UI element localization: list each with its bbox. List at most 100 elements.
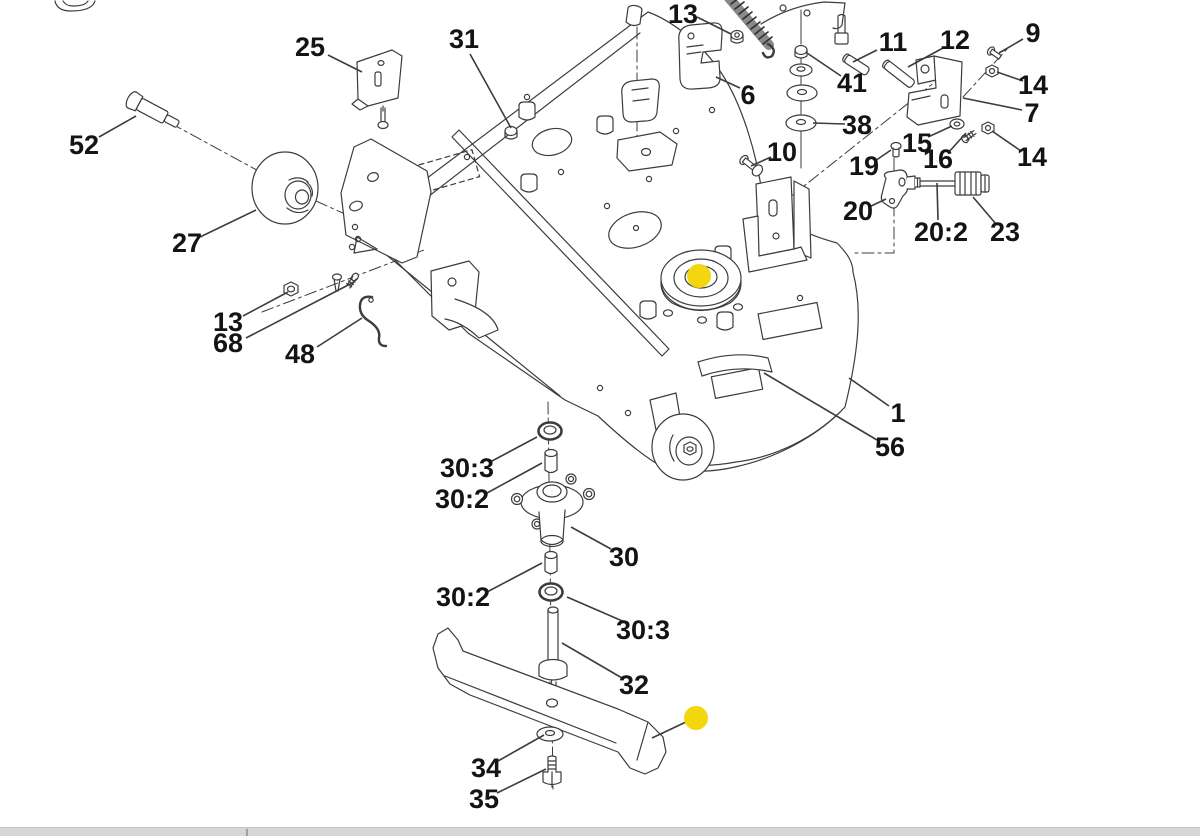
highlight-markers-layer — [651, 264, 711, 739]
leader-line-12 — [907, 47, 944, 68]
connector-23-drawing — [954, 171, 990, 196]
leader-line-6 — [715, 76, 741, 89]
leader-line-30:2 — [486, 462, 543, 494]
part-label-48: 48 — [285, 339, 315, 369]
pin-11-drawing — [842, 53, 870, 76]
leader-line-14 — [996, 71, 1024, 82]
leader-line-13 — [242, 291, 289, 317]
bracket-6-drawing — [678, 22, 723, 90]
bracket-25-drawing — [351, 49, 403, 130]
washer-15-drawing — [949, 118, 965, 130]
part-label-68: 68 — [213, 328, 243, 358]
long-bolt-drawing — [834, 13, 849, 45]
leader-line-31 — [469, 53, 512, 129]
part-label-35: 35 — [469, 784, 499, 814]
nut-14-upper-drawing — [985, 64, 999, 78]
part-label-38: 38 — [842, 110, 872, 140]
part-label-41: 41 — [837, 68, 867, 98]
leader-line-14 — [991, 130, 1022, 152]
rod-12-drawing — [882, 59, 915, 88]
leader-line-20 — [868, 198, 887, 208]
leader-line-30 — [570, 526, 612, 550]
leader-line-27 — [199, 209, 257, 238]
leader-line-16 — [947, 132, 967, 154]
spindle-housing-30-drawing — [510, 473, 596, 548]
washer-stack-drawing — [785, 9, 818, 169]
shaft-32-drawing — [538, 606, 568, 695]
part-label-30:2: 30:2 — [435, 484, 489, 514]
leader-line-41 — [806, 52, 842, 77]
part-label-19: 19 — [849, 151, 879, 181]
spring-drawing — [724, 0, 775, 59]
part-label-10: 10 — [767, 137, 797, 167]
leader-line-34 — [497, 734, 545, 762]
part-label-27: 27 — [172, 228, 202, 258]
part-label-1: 1 — [890, 398, 905, 428]
bracket-7-drawing — [906, 55, 963, 126]
part-label-56: 56 — [875, 432, 905, 462]
part-label-9: 9 — [1025, 18, 1040, 48]
leader-line-38 — [812, 122, 846, 125]
bolt-19-drawing — [890, 141, 902, 158]
part-label-25: 25 — [295, 32, 325, 62]
leader-line-13 — [696, 16, 732, 35]
leader-line-32 — [561, 642, 623, 679]
part-label-20:2: 20:2 — [914, 217, 968, 247]
part-label-30:3: 30:3 — [616, 615, 670, 645]
upper-plate-fragment-drawing — [760, 1, 846, 30]
leader-lines-layer — [98, 16, 1024, 794]
front-hanger-bracket-drawing — [430, 260, 499, 339]
baffle-56-drawing — [697, 354, 773, 377]
spacer-30-2-lower-drawing — [544, 550, 558, 575]
part-label-23: 23 — [990, 217, 1020, 247]
spacer-30-2-upper-drawing — [544, 448, 558, 474]
highlight-dot-blade[interactable] — [684, 706, 708, 730]
leader-line-35 — [496, 768, 547, 794]
part-label-52: 52 — [69, 130, 99, 160]
leader-line-10 — [750, 156, 772, 167]
highlight-dot-blade-leader — [651, 721, 687, 739]
part-label-32: 32 — [619, 670, 649, 700]
leader-line-15 — [927, 125, 953, 138]
part-label-13: 13 — [668, 0, 698, 29]
highlight-dot-spindle-pulley[interactable] — [687, 264, 711, 288]
nut-14-lower-drawing — [981, 121, 995, 135]
gauge-wheel-27-drawing — [251, 151, 319, 225]
bolt-35-drawing — [542, 755, 562, 788]
part-label-20: 20 — [843, 196, 873, 226]
blade-drawing — [432, 627, 667, 775]
part-label-14: 14 — [1017, 142, 1047, 172]
part-label-14: 14 — [1018, 70, 1048, 100]
corner-part-fragment — [54, 0, 96, 12]
leader-line-7 — [962, 97, 1023, 111]
part-label-15: 15 — [902, 128, 932, 158]
part-label-13: 13 — [213, 307, 243, 337]
leader-line-25 — [327, 54, 363, 73]
elbow-fitting-20-drawing — [880, 169, 921, 209]
part-label-16: 16 — [923, 144, 953, 174]
screw-9-drawing — [986, 46, 1002, 60]
scrollbar-divider — [246, 829, 248, 836]
part-label-30:3: 30:3 — [440, 453, 494, 483]
leader-line-56 — [763, 372, 878, 441]
leader-line-9 — [998, 38, 1024, 54]
hook-48-drawing — [358, 295, 388, 348]
leader-line-20:2 — [936, 182, 939, 221]
leader-line-23 — [972, 196, 997, 225]
bolt-10-drawing — [739, 154, 764, 177]
washer-34-drawing — [536, 726, 564, 742]
deck-top-details — [409, 93, 823, 417]
leader-line-30:3 — [566, 596, 628, 624]
leader-line-11 — [852, 49, 878, 63]
bottom-scrollbar-track[interactable] — [0, 827, 1200, 836]
part-label-7: 7 — [1024, 98, 1039, 128]
leader-line-30:3 — [491, 436, 538, 462]
leader-line-1 — [848, 377, 890, 407]
bearing-30-3-lower-drawing — [538, 582, 564, 602]
spring-anchor-bracket-drawing — [616, 4, 678, 172]
part-label-30: 30 — [609, 542, 639, 572]
leader-line-52 — [98, 115, 137, 138]
